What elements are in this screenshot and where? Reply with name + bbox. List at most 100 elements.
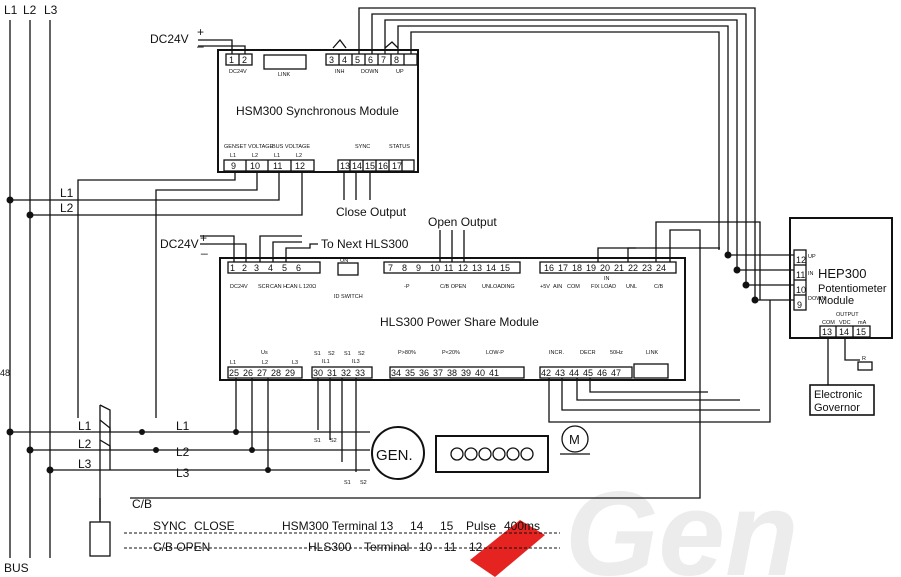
hls-term: 48	[0, 368, 10, 378]
hsm-term: 1	[229, 55, 234, 65]
hls-term: 16	[544, 263, 554, 273]
hep-out-term: 13	[822, 327, 832, 337]
hep-term: 10	[796, 285, 806, 295]
hls-term: 47	[611, 368, 621, 378]
hls-term: 26	[243, 368, 253, 378]
hls-il3: IL3	[352, 359, 360, 365]
legend-row1-title: SYNC	[153, 519, 187, 533]
hls-term: 38	[447, 368, 457, 378]
hls-term: 15	[500, 263, 510, 273]
hls-scr: SCR	[258, 284, 270, 290]
hsm-term: 8	[394, 55, 399, 65]
hls-term: 21	[614, 263, 624, 273]
hls-canl: CAN L	[286, 284, 302, 290]
hls-plus5v: +5V	[540, 284, 550, 290]
hls-term: 29	[285, 368, 295, 378]
hls-s1: S1	[314, 351, 321, 357]
hep-out-term: 14	[839, 327, 849, 337]
hsm-supply: DC24V	[150, 32, 189, 46]
hls-term: 35	[405, 368, 415, 378]
hls-term: 32	[341, 368, 351, 378]
hls-id-switch: ID SWITCH	[334, 294, 363, 300]
breaker-label: C/B	[132, 497, 152, 511]
hls-term: 11	[444, 263, 453, 273]
hls-term: 10	[430, 263, 440, 273]
hls-term: 45	[583, 368, 593, 378]
hls-cb: C/B	[654, 284, 664, 290]
hls-on: ON	[340, 258, 348, 264]
hls-term: 33	[355, 368, 365, 378]
hls-term: 42	[541, 368, 551, 378]
hep-out-tag: VDC	[839, 320, 851, 326]
bus-l2: L2	[23, 3, 37, 17]
hls-unl: UNL	[626, 284, 637, 290]
hep-in: IN	[808, 271, 814, 277]
hsm-title: HSM300 Synchronous Module	[236, 104, 399, 118]
hsm-term: 17	[392, 161, 402, 171]
hsm-genset-voltage: GENSET VOLTAGE	[224, 144, 274, 150]
hls-term: 39	[461, 368, 471, 378]
hls-title: HLS300 Power Share Module	[380, 315, 539, 329]
legend-row2-title: C/B OPEN	[153, 540, 210, 554]
hsm-term: 2	[242, 55, 247, 65]
hep-out-tag: COM	[822, 320, 835, 326]
hls-term: 20	[600, 263, 610, 273]
hsm300-module: DC24V + – HSM300 Synchronous Module 1 2 …	[150, 25, 410, 171]
hls-p80: P>80%	[398, 350, 416, 356]
line-label: L1	[176, 419, 190, 433]
hls-term: 2	[242, 263, 247, 273]
hls-term120: 120Ω	[303, 284, 316, 290]
hsm-down-tag: DOWN	[361, 69, 378, 75]
hsm-term: 15	[365, 161, 375, 171]
hep-term: 11	[796, 270, 805, 280]
hls-term: 36	[419, 368, 429, 378]
hls-term: 28	[271, 368, 281, 378]
hls-term: 9	[416, 263, 421, 273]
hsm-status-tag: STATUS	[389, 144, 410, 150]
bus-l1: L1	[4, 3, 18, 17]
hls-term: 7	[388, 263, 393, 273]
hsm-dc24v-tag: DC24V	[229, 69, 247, 75]
hsm-term: 13	[340, 161, 350, 171]
watermark-text: Gen	[565, 467, 798, 577]
hsm-up-tag: UP	[396, 69, 404, 75]
legend-row1-pulse: Pulse	[466, 519, 496, 533]
hls-decr: DECR	[580, 350, 596, 356]
hls-in: IN	[604, 276, 610, 282]
hsm-phase-tag: L2	[296, 153, 302, 159]
line-label: L1	[60, 186, 74, 200]
hep-term: 9	[797, 300, 802, 310]
hls-il1: IL1	[322, 359, 330, 365]
hep-title3: Module	[818, 295, 854, 307]
hep-up: UP	[808, 254, 816, 260]
hls-term: 25	[229, 368, 239, 378]
legend-row1-title2: CLOSE	[194, 519, 235, 533]
hsm-inh-tag: INH	[335, 69, 345, 75]
hsm-term: 4	[342, 55, 347, 65]
hls-term: 46	[597, 368, 607, 378]
hsm-bus-voltage: BUS VOLTAGE	[272, 144, 310, 150]
hsm-term: 6	[368, 55, 373, 65]
hsm-term: 9	[231, 161, 236, 171]
bus-label: BUS	[4, 561, 29, 575]
hls-link: LINK	[646, 350, 659, 356]
line-label: L1	[78, 419, 92, 433]
legend-row1-ms: 400ms	[504, 519, 540, 533]
open-output-label: Open Output	[428, 215, 497, 229]
hls-canh: CAN H	[270, 284, 287, 290]
hep-out-term: 15	[856, 327, 866, 337]
legend-row2-num: 11	[444, 540, 457, 554]
legend-row1-num: 13	[380, 519, 394, 533]
legend-row1-text: HSM300 Terminal	[282, 519, 377, 533]
hls-minus: _	[200, 241, 208, 255]
hls-p20: P<20%	[442, 350, 460, 356]
close-output-label: Close Output	[336, 205, 407, 219]
motor-label: M	[569, 432, 580, 447]
hls-plus: +	[200, 231, 207, 245]
ct-label: S1	[314, 438, 321, 444]
hsm-minus: –	[197, 39, 204, 53]
bus-labels: L1 L2 L3 BUS L1 L2 L1 L2 L3 L1 L2 L3	[4, 3, 190, 575]
gen-label: GEN.	[376, 447, 413, 464]
watermark-accent	[470, 520, 545, 577]
hls-term: 17	[558, 263, 568, 273]
